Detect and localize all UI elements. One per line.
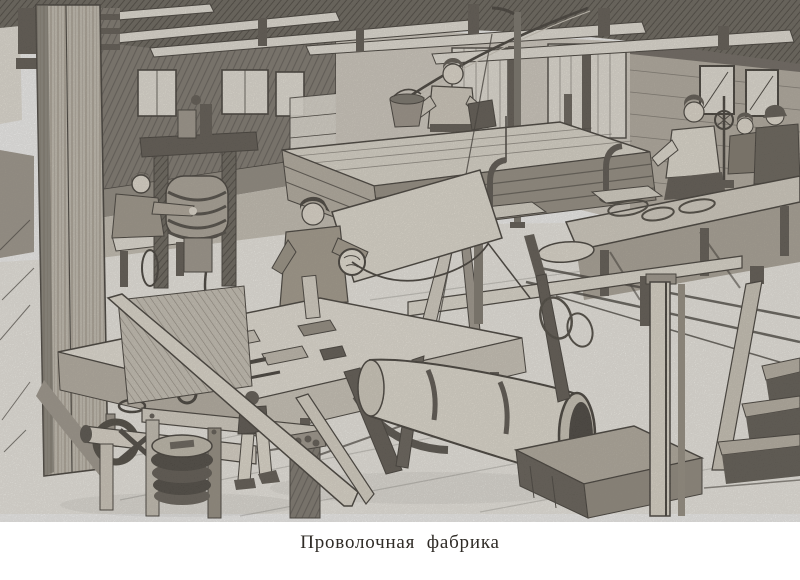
figure-caption: Проволочная фабрика [300, 532, 500, 553]
engraving-wire-factory [0, 0, 800, 522]
figure: Проволочная фабрика [0, 0, 800, 553]
print-grain-texture [0, 0, 800, 522]
